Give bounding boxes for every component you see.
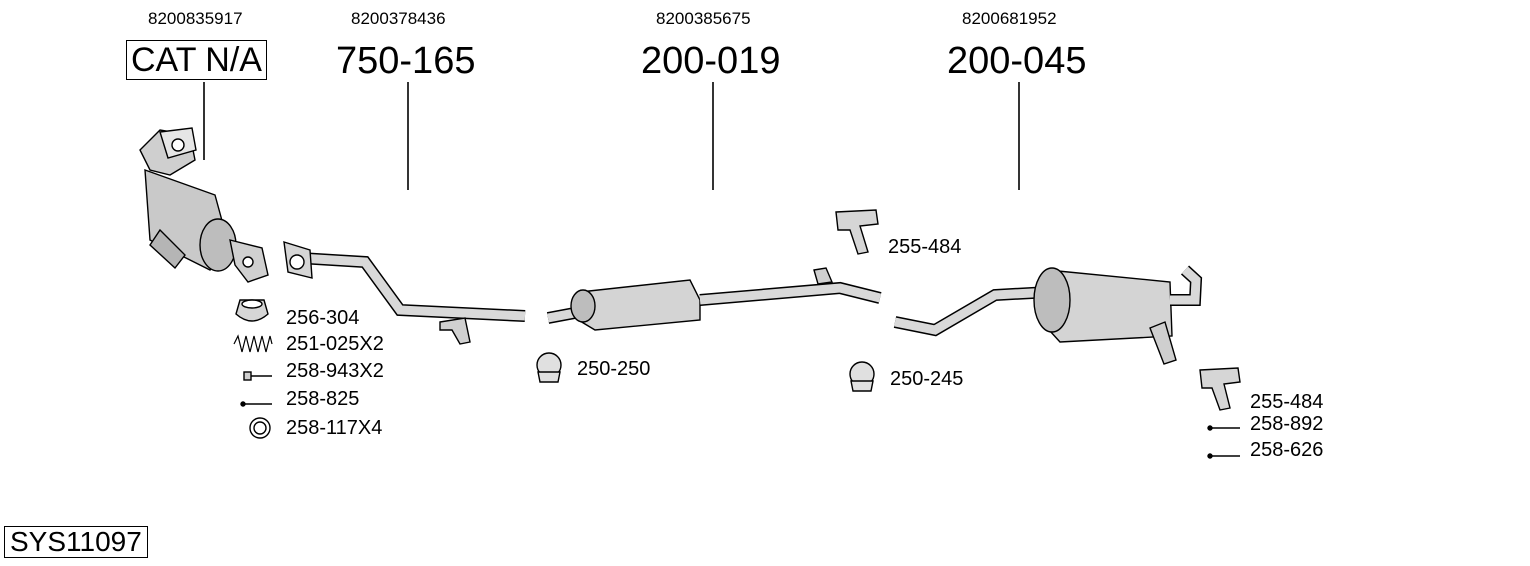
stud-icon <box>240 401 272 407</box>
bolt-label: 258-943X2 <box>286 360 384 382</box>
middle-silencer-drawing <box>546 267 882 331</box>
oe-number-middle-silencer: 8200385675 <box>656 9 751 28</box>
catalytic-converter-drawing <box>139 127 269 283</box>
bolt-icon-2 <box>1207 425 1240 431</box>
middle-silencer-part-number: 200-019 <box>641 40 781 82</box>
spring-label: 251-025X2 <box>286 333 384 355</box>
front-pipe-part-number: 750-165 <box>336 40 476 82</box>
clamp-icon-1 <box>536 352 562 383</box>
gasket-icon <box>235 299 269 322</box>
spring-icon <box>233 334 273 353</box>
oe-number-rear-silencer: 8200681952 <box>962 9 1057 28</box>
cat-part-number: CAT N/A <box>126 40 267 80</box>
hanger-1-label: 255-484 <box>888 236 962 258</box>
oe-number-cat: 8200835917 <box>148 9 243 28</box>
rear-silencer-drawing <box>893 265 1203 365</box>
oe-number-front-pipe: 8200378436 <box>351 9 446 28</box>
ring-label: 258-117X4 <box>286 417 383 439</box>
bolt-icon-3 <box>1207 453 1240 459</box>
hanger-icon-1 <box>835 209 879 255</box>
ring-icon <box>249 417 271 439</box>
rear-silencer-part-number: 200-045 <box>947 40 1087 82</box>
clamp-1-label: 250-250 <box>577 358 651 380</box>
bolt-2-label: 258-892 <box>1250 413 1324 435</box>
clamp-2-label: 250-245 <box>890 368 964 390</box>
bolt-icon <box>243 371 272 381</box>
system-code: SYS11097 <box>4 526 148 558</box>
stud-label: 258-825 <box>286 388 360 410</box>
clamp-icon-2 <box>849 361 875 392</box>
hanger-2-label: 255-484 <box>1250 391 1324 413</box>
gasket-label: 256-304 <box>286 307 360 329</box>
bolt-3-label: 258-626 <box>1250 439 1324 461</box>
hanger-icon-2 <box>1199 367 1241 411</box>
front-pipe-drawing <box>283 241 526 345</box>
